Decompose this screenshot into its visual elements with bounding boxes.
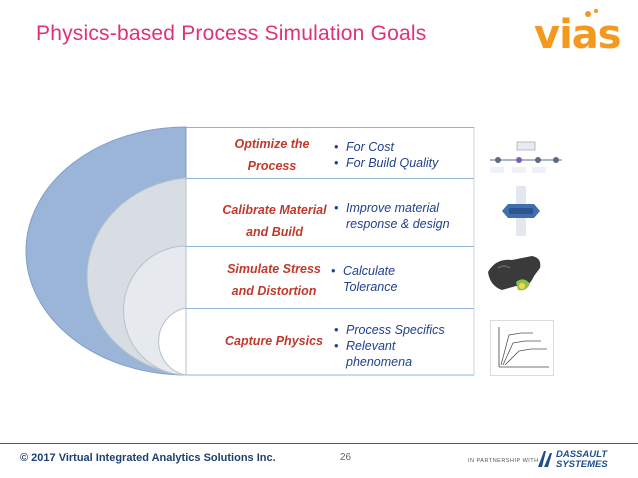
bullets-calibrate: Improve material response & design xyxy=(334,200,474,232)
arc-level-4 xyxy=(158,307,187,376)
label-line: Process xyxy=(247,159,297,173)
page-number: 26 xyxy=(340,452,352,463)
bullets-capture: Process Specifics Relevant phenomena xyxy=(334,322,464,370)
label-line: Simulate Stress xyxy=(227,262,321,276)
level-band-optimize xyxy=(186,127,474,179)
level-band-simulate xyxy=(186,246,474,309)
label-line: and Build xyxy=(246,225,303,239)
slide-title: Physics-based Process Simulation Goals xyxy=(36,22,427,45)
footer-divider xyxy=(0,443,638,444)
bullet-item: Calculate Tolerance xyxy=(331,263,421,295)
level-label-calibrate: Calibrate Material and Build xyxy=(212,199,337,243)
process-flow-diagram-icon xyxy=(486,140,566,178)
bullets-simulate: Calculate Tolerance xyxy=(331,263,421,295)
line-chart-icon xyxy=(490,320,554,376)
dassault-logo-icon xyxy=(538,451,552,467)
label-line: Calibrate Material xyxy=(222,203,327,217)
level-band-calibrate xyxy=(186,178,474,247)
3d-part-render-icon xyxy=(482,246,550,302)
logo-dots-icon xyxy=(585,9,598,17)
partner-name-line: SYSTEMES xyxy=(556,459,608,470)
bullets-optimize: For Cost For Build Quality xyxy=(334,139,474,171)
bullet-item: For Cost xyxy=(334,139,474,155)
bullet-item: Process Specifics xyxy=(334,322,464,338)
level-label-simulate: Simulate Stress and Distortion xyxy=(216,258,332,302)
partner-text: IN PARTNERSHIP WITH xyxy=(468,458,539,464)
partner-name-line: DASSAULT xyxy=(556,449,608,460)
label-line: and Distortion xyxy=(231,284,317,298)
logo-text: vias xyxy=(534,12,622,58)
label-line: Optimize the xyxy=(234,137,310,151)
bullet-item: Improve material response & design xyxy=(334,200,474,232)
process-gap-diagram-icon xyxy=(500,184,542,238)
bullet-item: Relevant phenomena xyxy=(334,338,464,370)
dassault-systemes-logo: DASSAULT SYSTEMES xyxy=(556,450,608,470)
level-label-optimize: Optimize the Process xyxy=(212,133,332,177)
label-line: Capture Physics xyxy=(225,334,323,348)
level-band-capture xyxy=(186,308,474,376)
bullet-item: For Build Quality xyxy=(334,155,474,171)
copyright-text: © 2017 Virtual Integrated Analytics Solu… xyxy=(20,452,276,464)
vias-logo: vias xyxy=(534,8,630,58)
level-label-capture: Capture Physics xyxy=(214,330,334,352)
